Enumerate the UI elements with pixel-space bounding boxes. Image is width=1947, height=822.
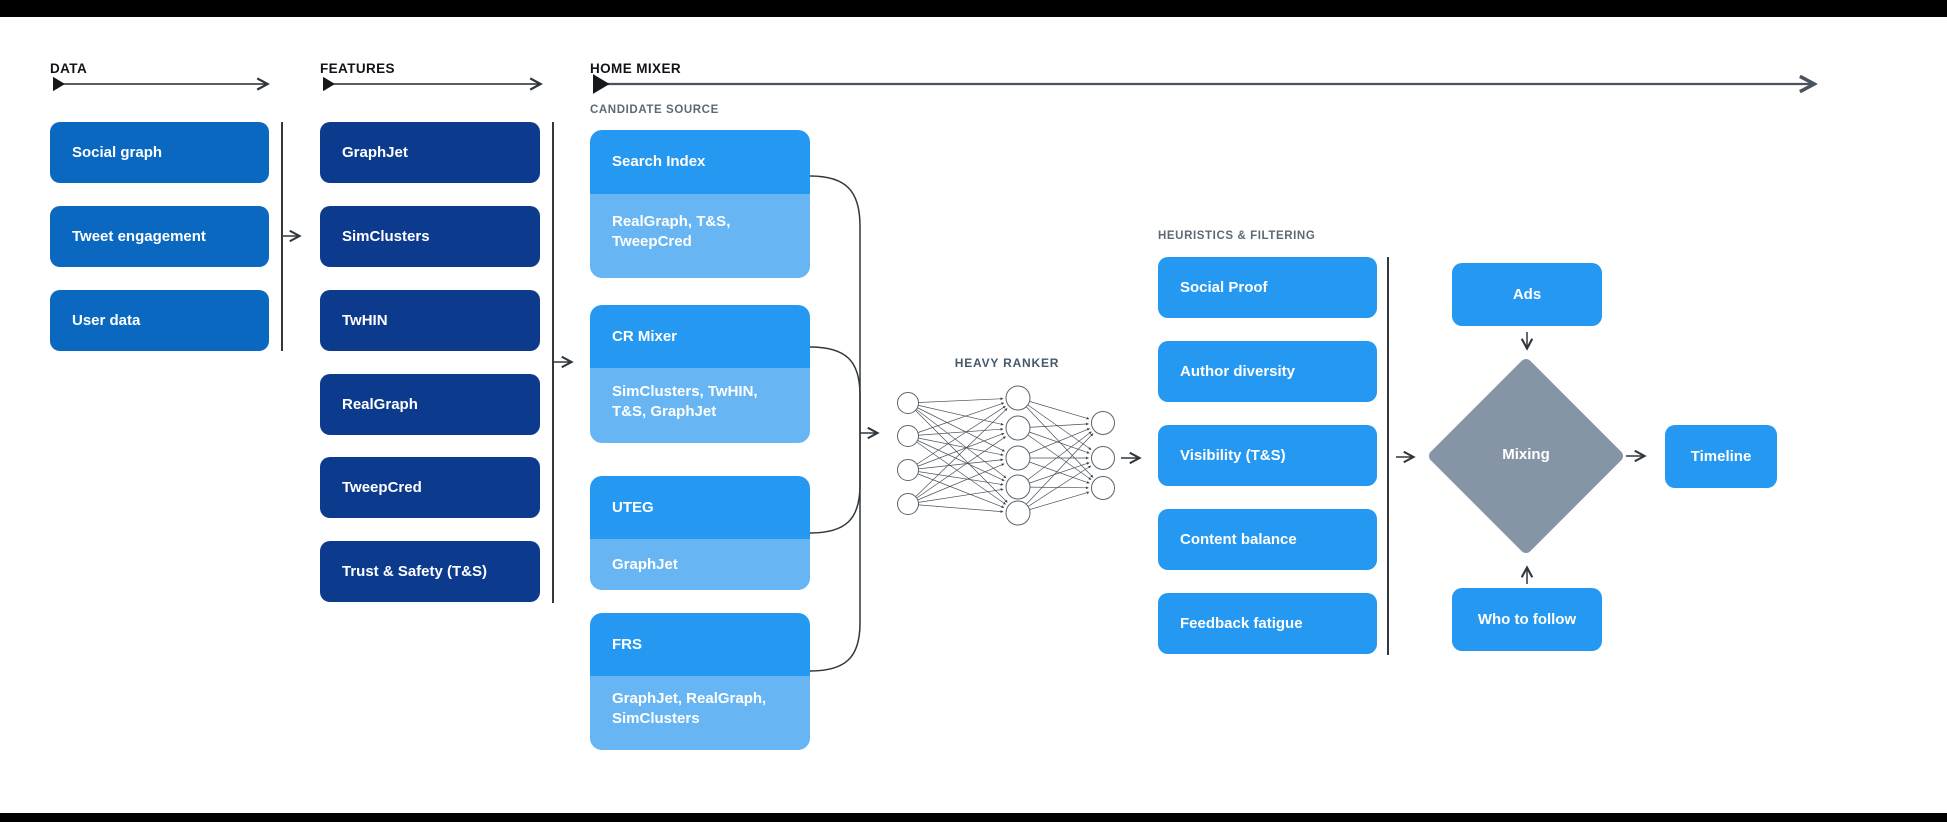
candidate-merge-connectors	[809, 175, 861, 672]
box-realgraph: RealGraph	[320, 374, 540, 435]
candidate-box-search-index: Search Index RealGraph, T&S, TweepCred	[590, 130, 810, 278]
box-twhin: TwHIN	[320, 290, 540, 351]
box-author-diversity: Author diversity	[1158, 341, 1377, 402]
box-trust-safety: Trust & Safety (T&S)	[320, 541, 540, 602]
box-content-balance: Content balance	[1158, 509, 1377, 570]
box-timeline: Timeline	[1665, 425, 1777, 488]
section-label-heuristics: HEURISTICS & FILTERING	[1158, 230, 1316, 242]
box-social-graph: Social graph	[50, 122, 269, 183]
box-visibility-ts: Visibility (T&S)	[1158, 425, 1377, 486]
top-black-bar	[0, 0, 1947, 17]
candidate-sources: RealGraph, T&S, TweepCred	[590, 194, 810, 278]
candidate-sources: GraphJet, RealGraph, SimClusters	[590, 676, 810, 750]
candidate-box-frs: FRS GraphJet, RealGraph, SimClusters	[590, 613, 810, 750]
mixing-label: Mixing	[1502, 446, 1550, 463]
section-label-data: DATA	[50, 61, 88, 76]
box-who-to-follow: Who to follow	[1452, 588, 1602, 651]
candidate-sources: SimClusters, TwHIN, T&S, GraphJet	[590, 368, 810, 443]
box-tweepcred: TweepCred	[320, 457, 540, 518]
section-label-candidate-source: CANDIDATE SOURCE	[590, 104, 719, 116]
box-ads: Ads	[1452, 263, 1602, 326]
section-label-home-mixer: HOME MIXER	[590, 61, 682, 76]
candidate-name: FRS	[590, 613, 810, 676]
section-label-features: FEATURES	[320, 61, 395, 76]
box-simclusters: SimClusters	[320, 206, 540, 267]
candidate-box-cr-mixer: CR Mixer SimClusters, TwHIN, T&S, GraphJ…	[590, 305, 810, 443]
box-feedback-fatigue: Feedback fatigue	[1158, 593, 1377, 654]
candidate-name: CR Mixer	[590, 305, 810, 368]
box-social-proof: Social Proof	[1158, 257, 1377, 318]
heavy-ranker-network	[897, 385, 1115, 526]
box-graphjet: GraphJet	[320, 122, 540, 183]
box-tweet-engagement: Tweet engagement	[50, 206, 269, 267]
box-user-data: User data	[50, 290, 269, 351]
heavy-ranker-label: HEAVY RANKER	[954, 356, 1060, 370]
candidate-sources: GraphJet	[590, 539, 810, 590]
candidate-box-uteg: UTEG GraphJet	[590, 476, 810, 590]
candidate-name: UTEG	[590, 476, 810, 539]
candidate-name: Search Index	[590, 130, 810, 194]
bottom-black-bar	[0, 813, 1947, 822]
